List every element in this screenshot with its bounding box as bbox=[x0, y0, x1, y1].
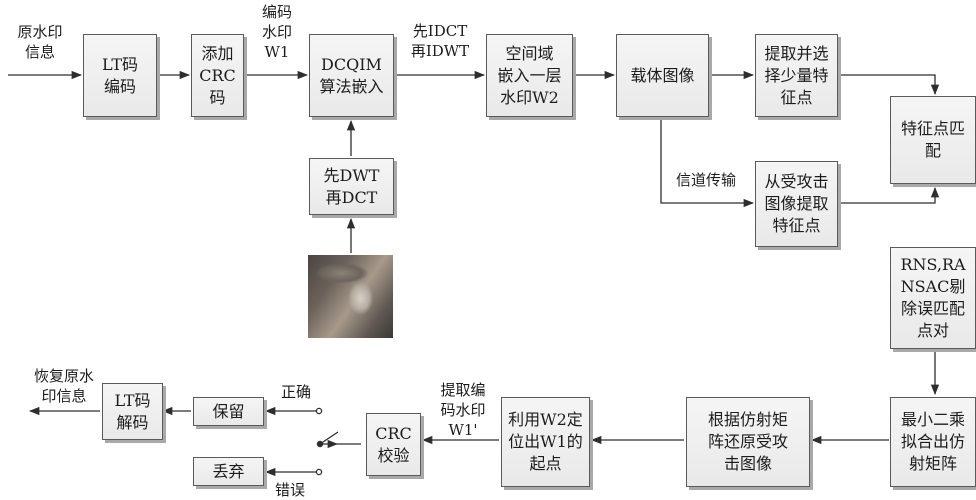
label-original-watermark-info: 原水印 信息 bbox=[17, 23, 63, 61]
ransac-box: RNS,RA NSAC剔 除误匹配 点对 bbox=[890, 247, 976, 349]
add-crc-box: 添加 CRC 码 bbox=[191, 34, 244, 117]
carrier-image-box: 载体图像 bbox=[616, 34, 709, 117]
label-idct-idwt: 先IDCT 再IDWT bbox=[410, 22, 470, 60]
least-squares-affine-box: 最小二乘 拟合出仿 射矩阵 bbox=[890, 397, 976, 487]
crc-check-box: CRC 校验 bbox=[366, 413, 421, 476]
extract-select-features-box: 提取并选 择少量特 征点 bbox=[755, 34, 838, 117]
label-wrong: 错误 bbox=[274, 481, 305, 499]
dcqim-embed-box: DCQIM 算法嵌入 bbox=[309, 34, 394, 117]
keep-box: 保留 bbox=[193, 397, 264, 426]
label-extract-w1-prime: 提取编 码水印 W1' bbox=[440, 381, 486, 439]
label-recover-watermark-info: 恢复原水 印信息 bbox=[33, 367, 94, 405]
discard-box: 丢弃 bbox=[193, 457, 264, 486]
spatial-embed-w2-box: 空间域 嵌入一层 水印W2 bbox=[486, 34, 573, 117]
feature-match-box: 特征点匹 配 bbox=[890, 96, 976, 184]
lt-encode-box: LT码 编码 bbox=[83, 34, 157, 117]
arrow-carrier-to-attacked bbox=[660, 117, 755, 208]
dwt-dct-box: 先DWT 再DCT bbox=[309, 158, 394, 215]
lt-decode-box: LT码 解码 bbox=[102, 383, 163, 440]
arrow-select-to-match bbox=[838, 74, 940, 96]
locate-w1-box: 利用W2定 位出W1的 起点 bbox=[501, 397, 590, 487]
switch-contact-correct bbox=[315, 407, 323, 415]
label-coded-watermark-w1: 编码 水印 W1 bbox=[261, 3, 292, 61]
restore-attacked-image-box: 根据仿射矩 阵还原受攻 击图像 bbox=[686, 397, 810, 487]
label-channel-transmission: 信道传输 bbox=[675, 171, 736, 189]
attacked-extract-features-box: 从受攻击 图像提取 特征点 bbox=[755, 161, 838, 247]
host-image-photo bbox=[308, 255, 393, 338]
switch-blade bbox=[319, 431, 339, 445]
arrow-attacked-to-match bbox=[838, 186, 940, 204]
label-correct: 正确 bbox=[280, 383, 311, 401]
switch-contact-wrong bbox=[315, 468, 323, 476]
switch-pivot bbox=[316, 440, 324, 448]
